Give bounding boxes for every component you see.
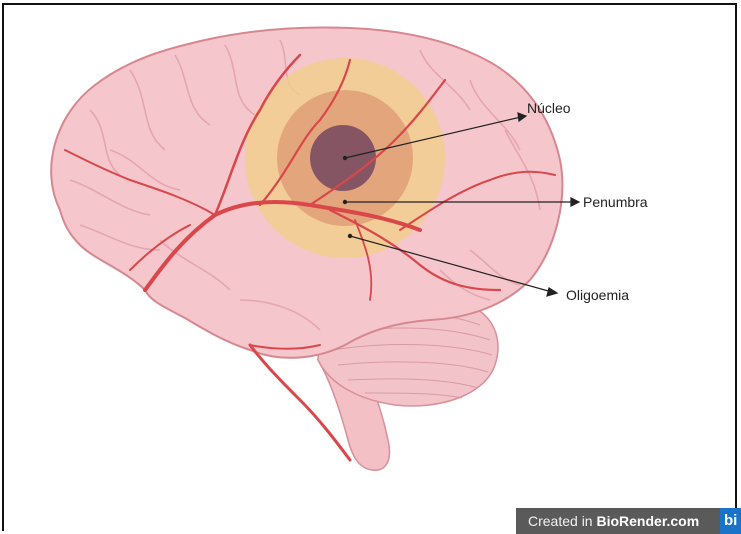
oligemia-pointer-dot [348, 234, 352, 238]
biorender-watermark: Created in BioRender.com [516, 508, 724, 534]
core-label: Núcleo [527, 100, 571, 116]
watermark-brand: BioRender.com [596, 513, 699, 529]
oligemia-label: Oligoemia [566, 287, 629, 303]
core-pointer-dot [343, 156, 347, 160]
biorender-logo: bi [720, 508, 741, 534]
penumbra-label: Penumbra [583, 194, 648, 210]
penumbra-pointer-dot [343, 200, 347, 204]
watermark-prefix: Created in [528, 513, 596, 529]
